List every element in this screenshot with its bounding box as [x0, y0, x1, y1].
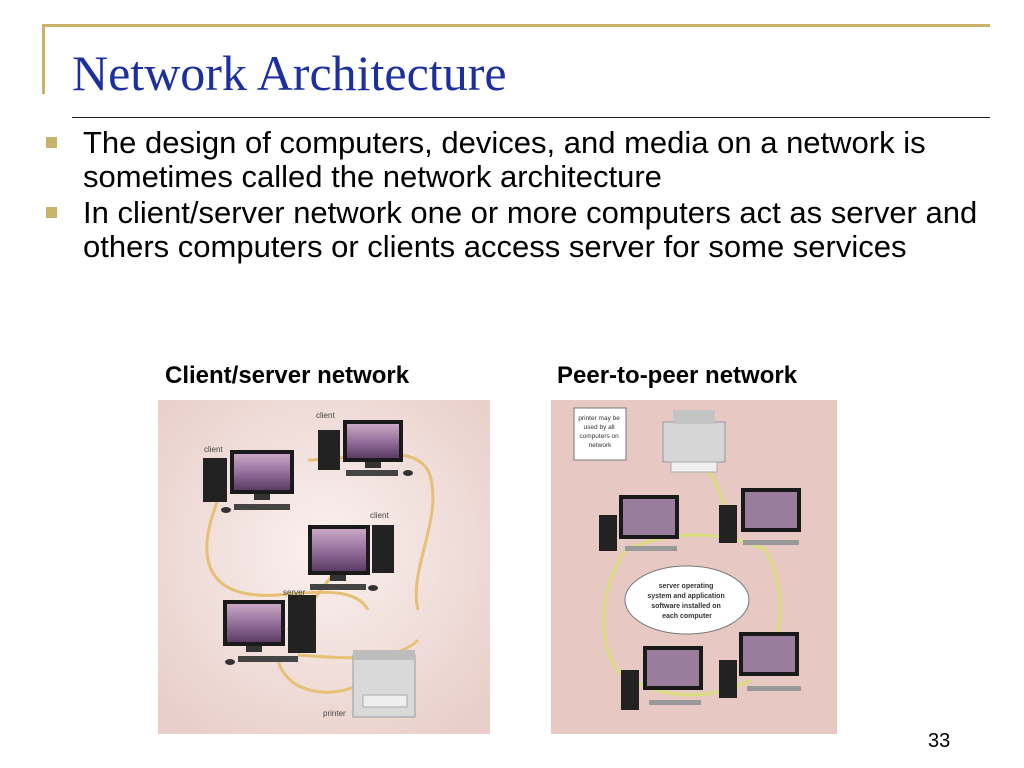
center-callout-line: server operating [659, 583, 714, 590]
peer-computer-left-bottom [621, 646, 703, 710]
printer-device [352, 650, 416, 718]
bullet-item: In client/server network one or more com… [46, 196, 986, 264]
peer-to-peer-diagram: printer may be used by all computers on … [551, 400, 837, 734]
bullet-square-icon [46, 137, 57, 148]
printer-callout: printer may be used by all computers on … [573, 407, 627, 461]
client-server-caption: Client/server network [165, 362, 410, 389]
page-number: 33 [928, 730, 951, 752]
label-client-left: client [204, 445, 223, 454]
printer-callout-line: network [589, 442, 613, 449]
center-callout: server operating system and application … [624, 565, 750, 635]
printer-callout-line: printer may be [578, 415, 620, 422]
bullet-square-icon [46, 207, 57, 218]
client-server-diagram: client client client server printer [158, 400, 490, 734]
peer-computer-right-bottom [719, 632, 801, 698]
title-rule [72, 117, 990, 118]
bullet-item: The design of computers, devices, and me… [46, 126, 986, 194]
svg-text:server operating system: server operating system and application … [647, 583, 726, 620]
printer-device [662, 410, 726, 473]
label-client-top: client [316, 411, 335, 420]
peer-computer-right-top [719, 488, 801, 545]
frame-horizontal-accent [42, 24, 990, 27]
label-server: server [283, 588, 306, 597]
svg-text:printer may be used by a: printer may be used by all computers on … [578, 415, 621, 449]
printer-callout-line: computers on [579, 433, 619, 440]
peer-computer-left-top [599, 495, 679, 551]
printer-callout-line: used by all [584, 424, 616, 431]
bullet-text: In client/server network one or more com… [83, 195, 978, 264]
label-printer: printer [323, 709, 346, 718]
label-client-right: client [370, 511, 389, 520]
server-computer [223, 595, 316, 665]
client-right-computer [308, 525, 394, 591]
frame-vertical-accent [42, 24, 45, 94]
center-callout-line: each computer [662, 613, 712, 620]
bullet-text: The design of computers, devices, and me… [83, 125, 926, 194]
peer-to-peer-caption: Peer-to-peer network [557, 362, 798, 389]
client-top-computer [318, 420, 413, 476]
bullet-list: The design of computers, devices, and me… [46, 126, 986, 266]
center-callout-line: system and application [647, 593, 724, 600]
client-left-computer [203, 450, 294, 513]
center-callout-line: software installed on [651, 603, 721, 610]
slide-title: Network Architecture [72, 45, 507, 101]
